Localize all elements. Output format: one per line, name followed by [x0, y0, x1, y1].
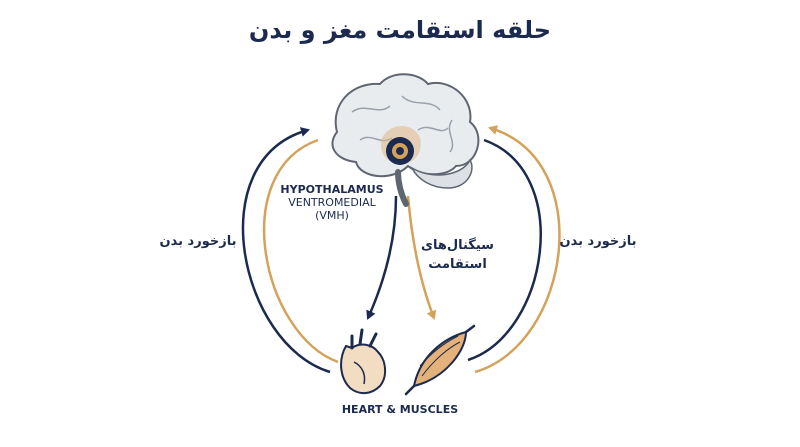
brain-icon [331, 73, 480, 207]
muscle-icon [404, 324, 476, 396]
feedback-arc-left-gold [262, 138, 339, 364]
hypothalamus-line3: (VMH) [315, 209, 349, 222]
hypothalamus-label: HYPOTHALAMUS VENTROMEDIAL (VMH) [262, 183, 402, 222]
feedback-arc-left-navy [241, 127, 331, 374]
endurance-signals-line2: استقامت [428, 257, 487, 272]
heart-icon [340, 328, 386, 394]
heart-muscles-label: HEART & MUSCLES [341, 403, 459, 416]
body-feedback-label-left: بازخورد بدن [159, 234, 237, 249]
hypothalamus-line2: VENTROMEDIAL [288, 196, 376, 209]
endurance-signals-line1: سیگنال‌های [421, 238, 494, 253]
signal-arrow-muscle [406, 195, 437, 320]
diagram-title: حلقه استقامت مغز و بدن [248, 16, 552, 44]
hypothalamus-line1: HYPOTHALAMUS [280, 183, 384, 196]
feedback-arc-right-gold [474, 125, 561, 374]
endurance-signals-label: سیگنال‌های استقامت [405, 236, 510, 274]
feedback-arc-right-navy [467, 138, 542, 362]
body-feedback-label-right: بازخورد بدن [559, 234, 637, 249]
signal-arrow-heart [366, 195, 398, 320]
